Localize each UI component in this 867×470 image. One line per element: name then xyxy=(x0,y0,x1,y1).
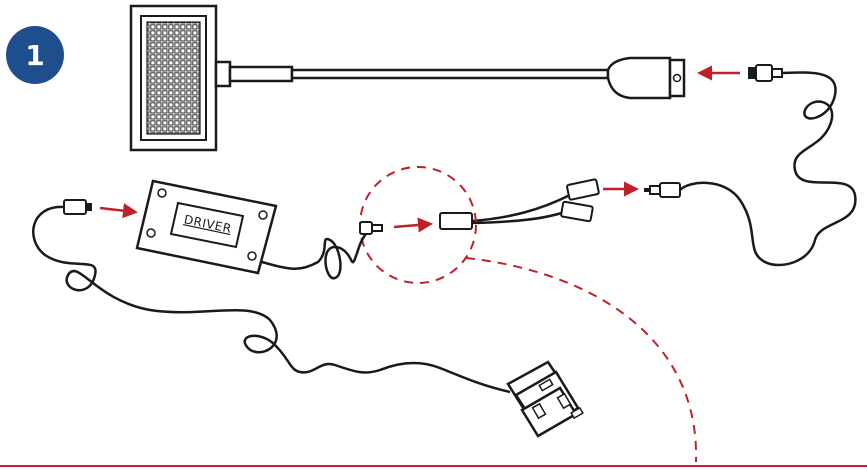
mains-cable xyxy=(32,205,511,394)
driver-box-icon: DRIVER xyxy=(135,179,278,275)
driver-output-cable xyxy=(261,228,373,280)
connector-plug-icon xyxy=(63,199,92,215)
uk-plug-icon xyxy=(506,360,584,438)
led-light-panel-icon xyxy=(129,4,218,152)
direction-arrow-icon xyxy=(99,203,138,219)
connector-plug-icon xyxy=(748,64,783,82)
gooseneck-arm-icon xyxy=(214,56,686,100)
step-number-badge: 1 xyxy=(6,26,64,84)
connector-plug-icon xyxy=(359,221,383,235)
extension-cable xyxy=(679,71,857,267)
direction-arrow-icon xyxy=(393,217,433,233)
detail-leader-line xyxy=(465,257,698,463)
connector-plug-icon xyxy=(644,182,681,198)
y-splitter-cable-icon xyxy=(439,178,600,230)
